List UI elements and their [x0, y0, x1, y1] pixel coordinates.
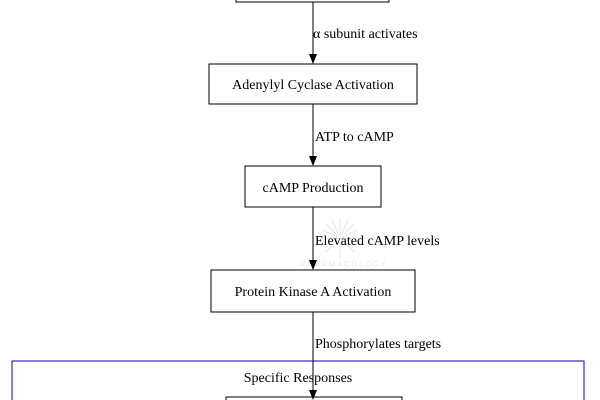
watermark-logo: PHARMACOLOGY: [301, 218, 387, 269]
watermark-emblem-icon: [320, 218, 360, 258]
node-adenylyl-cyclase: Adenylyl Cyclase Activation: [208, 63, 418, 105]
edge-label-3: Phosphorylates targets: [315, 337, 441, 352]
node-protein-kinase-a: Protein Kinase A Activation: [210, 269, 416, 313]
watermark-text: PHARMACOLOGY: [301, 260, 387, 269]
node-camp-production: cAMP Production: [244, 165, 382, 208]
edge-label-2: Elevated cAMP levels: [315, 234, 440, 249]
top-node: [235, 0, 390, 3]
specific-responses-cluster: [11, 360, 585, 400]
node-label-adenylyl-cyclase: Adenylyl Cyclase Activation: [232, 78, 394, 93]
node-label-protein-kinase-a: Protein Kinase A Activation: [235, 285, 392, 300]
edge-label-1: ATP to cAMP: [315, 130, 394, 145]
cluster-label: Specific Responses: [244, 371, 352, 386]
edge-label-0: α subunit activates: [313, 27, 418, 42]
node-label-camp-production: cAMP Production: [263, 181, 364, 196]
